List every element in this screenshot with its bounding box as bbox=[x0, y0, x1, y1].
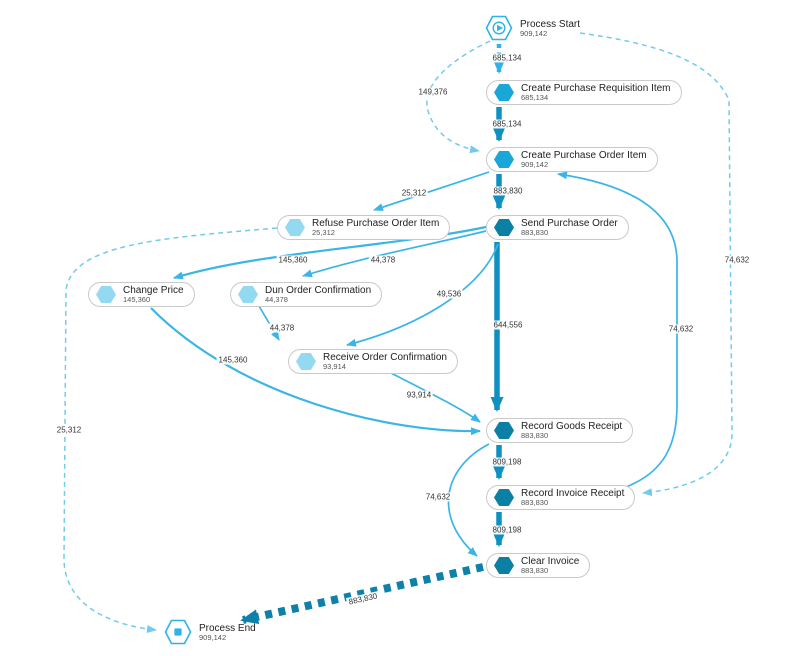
node-title: Create Purchase Requisition Item bbox=[521, 83, 671, 94]
edge-count-label: 74,632 bbox=[722, 255, 752, 265]
edge-process-start-to-create-purchase-order-item[interactable] bbox=[426, 40, 491, 154]
node-send-purchase-order[interactable]: Send Purchase Order 883,830 bbox=[486, 215, 629, 240]
node-create-purchase-requisition-item[interactable]: Create Purchase Requisition Item 685,134 bbox=[486, 80, 682, 105]
edge-count-label: 74,632 bbox=[423, 492, 453, 502]
activity-hexagon-icon bbox=[296, 353, 316, 370]
node-receive-order-confirmation[interactable]: Receive Order Confirmation 93,914 bbox=[288, 349, 458, 374]
node-count: 25,312 bbox=[312, 228, 335, 237]
edge-count-label: 74,632 bbox=[666, 324, 696, 334]
edge-count-label: 883,830 bbox=[491, 186, 525, 196]
node-dun-order-confirmation[interactable]: Dun Order Confirmation 44,378 bbox=[230, 282, 383, 307]
edge-count-label: 93,914 bbox=[404, 390, 434, 400]
edge-receive-order-confirmation-to-record-goods-receipt[interactable] bbox=[388, 371, 481, 423]
node-process-start[interactable]: Process Start 909,142 bbox=[485, 15, 580, 41]
node-clear-invoice[interactable]: Clear Invoice 883,830 bbox=[486, 553, 591, 578]
node-refuse-purchase-order-item[interactable]: Refuse Purchase Order Item 25,312 bbox=[277, 215, 451, 240]
node-title: Clear Invoice bbox=[521, 556, 580, 567]
edge-dun-order-confirmation-to-receive-order-confirmation[interactable] bbox=[258, 305, 280, 341]
node-title: Dun Order Confirmation bbox=[265, 285, 372, 296]
node-record-goods-receipt[interactable]: Record Goods Receipt 883,830 bbox=[486, 418, 634, 443]
edge-count-label: 809,198 bbox=[490, 525, 524, 535]
edge-send-purchase-order-to-dun-order-confirmation[interactable] bbox=[302, 230, 487, 278]
activity-hexagon-icon bbox=[285, 219, 305, 236]
node-count: 909,142 bbox=[520, 28, 548, 38]
edge-count-label: 644,556 bbox=[491, 320, 525, 330]
edge-count-label: 149,376 bbox=[416, 87, 450, 97]
edge-count-label: 25,312 bbox=[54, 425, 84, 435]
activity-hexagon-icon bbox=[494, 557, 514, 574]
activity-hexagon-icon bbox=[494, 219, 514, 236]
node-record-invoice-receipt[interactable]: Record Invoice Receipt 883,830 bbox=[486, 485, 636, 510]
edge-count-label: 145,360 bbox=[216, 355, 250, 365]
node-title: Send Purchase Order bbox=[521, 218, 618, 229]
node-count: 44,378 bbox=[265, 295, 288, 304]
node-title: Process Start bbox=[520, 18, 581, 30]
node-title: Record Invoice Receipt bbox=[521, 488, 625, 499]
node-title: Record Goods Receipt bbox=[521, 421, 623, 432]
edge-record-goods-receipt-to-clear-invoice[interactable] bbox=[447, 443, 490, 557]
node-change-price[interactable]: Change Price 145,360 bbox=[88, 282, 195, 307]
process-end-icon bbox=[164, 619, 192, 645]
edge-count-label: 44,378 bbox=[267, 323, 297, 333]
edge-count-label: 685,134 bbox=[490, 53, 524, 63]
node-count: 685,134 bbox=[521, 93, 549, 102]
edge-create-purchase-order-item-to-refuse-purchase-order-item[interactable] bbox=[373, 171, 490, 211]
node-count: 145,360 bbox=[123, 295, 151, 304]
activity-hexagon-icon bbox=[494, 489, 514, 506]
activity-hexagon-icon bbox=[494, 151, 514, 168]
edge-count-label: 145,360 bbox=[276, 255, 310, 265]
activity-hexagon-icon bbox=[238, 286, 258, 303]
edge-count-label: 49,536 bbox=[434, 289, 464, 299]
node-process-end[interactable]: Process End 909,142 bbox=[164, 619, 256, 645]
activity-hexagon-icon bbox=[96, 286, 116, 303]
edge-process-start-to-record-invoice-receipt[interactable] bbox=[579, 32, 733, 497]
node-title: Process End bbox=[199, 622, 256, 634]
edge-count-label: 44,378 bbox=[368, 255, 398, 265]
edge-count-label: 809,198 bbox=[490, 457, 524, 467]
edge-record-invoice-receipt-to-create-purchase-order-item[interactable] bbox=[557, 171, 678, 488]
activity-hexagon-icon bbox=[494, 84, 514, 101]
node-count: 909,142 bbox=[521, 160, 549, 169]
node-count: 909,142 bbox=[199, 632, 227, 642]
node-title: Receive Order Confirmation bbox=[323, 352, 447, 363]
activity-hexagon-icon bbox=[494, 422, 514, 439]
node-count: 883,830 bbox=[521, 498, 549, 507]
node-title: Create Purchase Order Item bbox=[521, 150, 647, 161]
node-count: 93,914 bbox=[323, 362, 346, 371]
edge-count-label: 685,134 bbox=[490, 119, 524, 129]
node-create-purchase-order-item[interactable]: Create Purchase Order Item 909,142 bbox=[486, 147, 658, 172]
edge-send-purchase-order-to-receive-order-confirmation[interactable] bbox=[346, 243, 499, 347]
edge-count-label: 25,312 bbox=[399, 188, 429, 198]
edge-refuse-purchase-order-item-to-process-end[interactable] bbox=[63, 227, 278, 633]
node-title: Change Price bbox=[123, 285, 184, 296]
node-count: 883,830 bbox=[521, 228, 549, 237]
process-start-icon bbox=[485, 15, 513, 41]
node-count: 883,830 bbox=[521, 566, 549, 575]
node-title: Refuse Purchase Order Item bbox=[312, 218, 440, 229]
node-count: 883,830 bbox=[521, 431, 549, 440]
edge-change-price-to-record-goods-receipt[interactable] bbox=[150, 307, 481, 436]
